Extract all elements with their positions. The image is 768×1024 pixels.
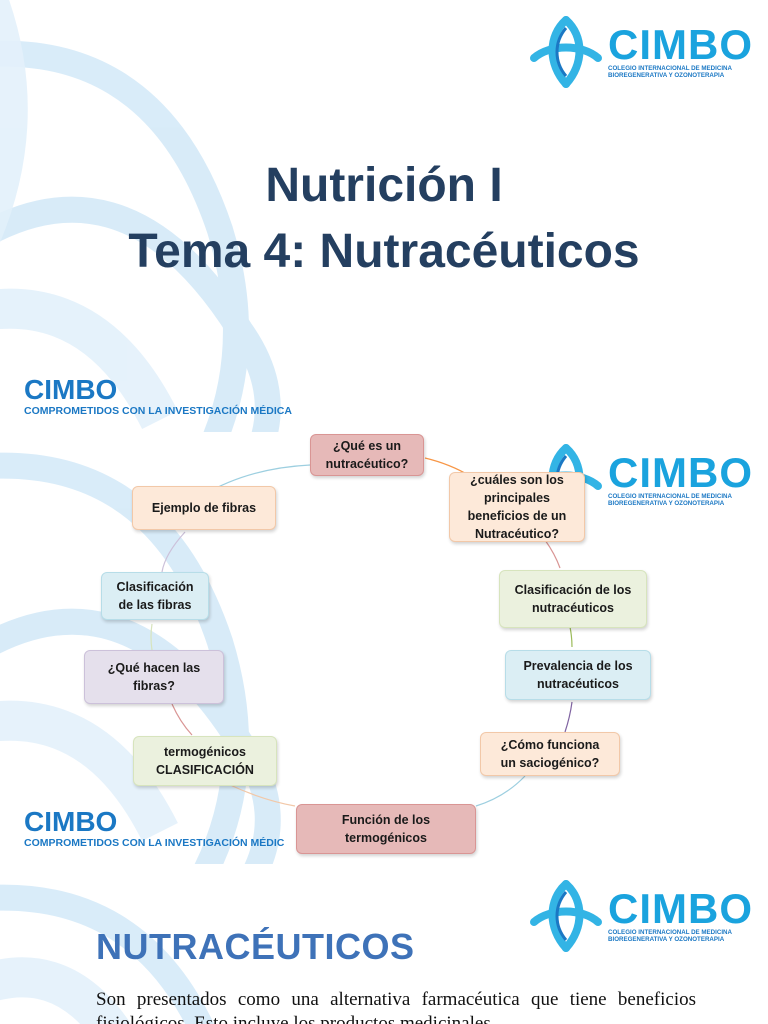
logo-name: CIMBO <box>608 20 753 68</box>
cycle-node-saciogenico: ¿Cómo funciona un saciogénico? <box>480 732 620 776</box>
title-slide: CIMBO COLEGIO INTERNACIONAL DE MEDICINA … <box>0 0 768 432</box>
section-paragraph: Son presentados como una alternativa far… <box>96 989 696 1024</box>
cimbo-knot-icon <box>530 880 602 952</box>
logo-name: CIMBO <box>608 884 753 932</box>
logo-subtitle-line1: COLEGIO INTERNACIONAL DE MEDICINA <box>608 64 732 72</box>
cimbo-knot-icon <box>530 16 602 88</box>
cycle-node-que-es: ¿Qué es un nutracéutico? <box>310 434 424 476</box>
logo-subtitle-line1: COLEGIO INTERNACIONAL DE MEDICINA <box>608 492 732 500</box>
cycle-node-que-hacen-fibras: ¿Qué hacen las fibras? <box>84 650 224 704</box>
footer-tagline-cut: COMPROMETIDOS CON LA INVESTIGACIÓN MÉDIC <box>24 837 285 849</box>
footer-brand-name: CIMBO <box>24 806 118 837</box>
topics-cycle-slide: CIMBO COLEGIO INTERNACIONAL DE MEDICINA … <box>0 432 768 864</box>
cimbo-logo: CIMBO COLEGIO INTERNACIONAL DE MEDICINA … <box>528 878 753 954</box>
cycle-node-beneficios: ¿cuáles son los principales beneficios d… <box>449 472 585 542</box>
logo-name: CIMBO <box>608 448 753 496</box>
cycle-node-prevalencia: Prevalencia de los nutracéuticos <box>505 650 651 700</box>
logo-subtitle-line2: BIOREGENERATIVA Y OZONOTERAPIA <box>608 500 725 507</box>
background-swirl-decoration <box>0 0 281 432</box>
nutraceuticos-slide: CIMBO COLEGIO INTERNACIONAL DE MEDICINA … <box>0 864 768 1024</box>
footer-brand: CIMBO COMPROMETIDOS CON LA INVESTIGACIÓN… <box>24 808 284 850</box>
cycle-node-ejemplo-fibras: Ejemplo de fibras <box>132 486 276 530</box>
footer-brand-name: CIMBO <box>24 374 118 405</box>
section-heading: NUTRACÉUTICOS <box>96 926 415 967</box>
cycle-node-clasificacion-nutraceuticos: Clasificación de los nutracéuticos <box>499 570 647 628</box>
logo-subtitle-line2: BIOREGENERATIVA Y OZONOTERAPIA <box>608 936 725 943</box>
footer-brand: CIMBO COMPROMETIDOS CON LA INVESTIGACIÓN… <box>24 376 292 418</box>
logo-subtitle-line2: BIOREGENERATIVA Y OZONOTERAPIA <box>608 72 725 79</box>
cycle-node-termogenicos-clasificacion: termogénicos CLASIFICACIÓN <box>133 736 277 786</box>
slide-title-line1: Nutrición I <box>265 159 503 212</box>
footer-tagline: COMPROMETIDOS CON LA INVESTIGACIÓN MÉDIC… <box>24 405 292 417</box>
cycle-node-funcion-termogenicos: Función de los termogénicos <box>296 804 476 854</box>
logo-subtitle-line1: COLEGIO INTERNACIONAL DE MEDICINA <box>608 928 732 936</box>
cimbo-logo: CIMBO COLEGIO INTERNACIONAL DE MEDICINA … <box>528 14 753 90</box>
cycle-node-clasificacion-fibras: Clasificación de las fibras <box>101 572 209 620</box>
background-swirl-decoration <box>0 884 214 1024</box>
slide-title-line2: Tema 4: Nutracéuticos <box>128 225 640 278</box>
